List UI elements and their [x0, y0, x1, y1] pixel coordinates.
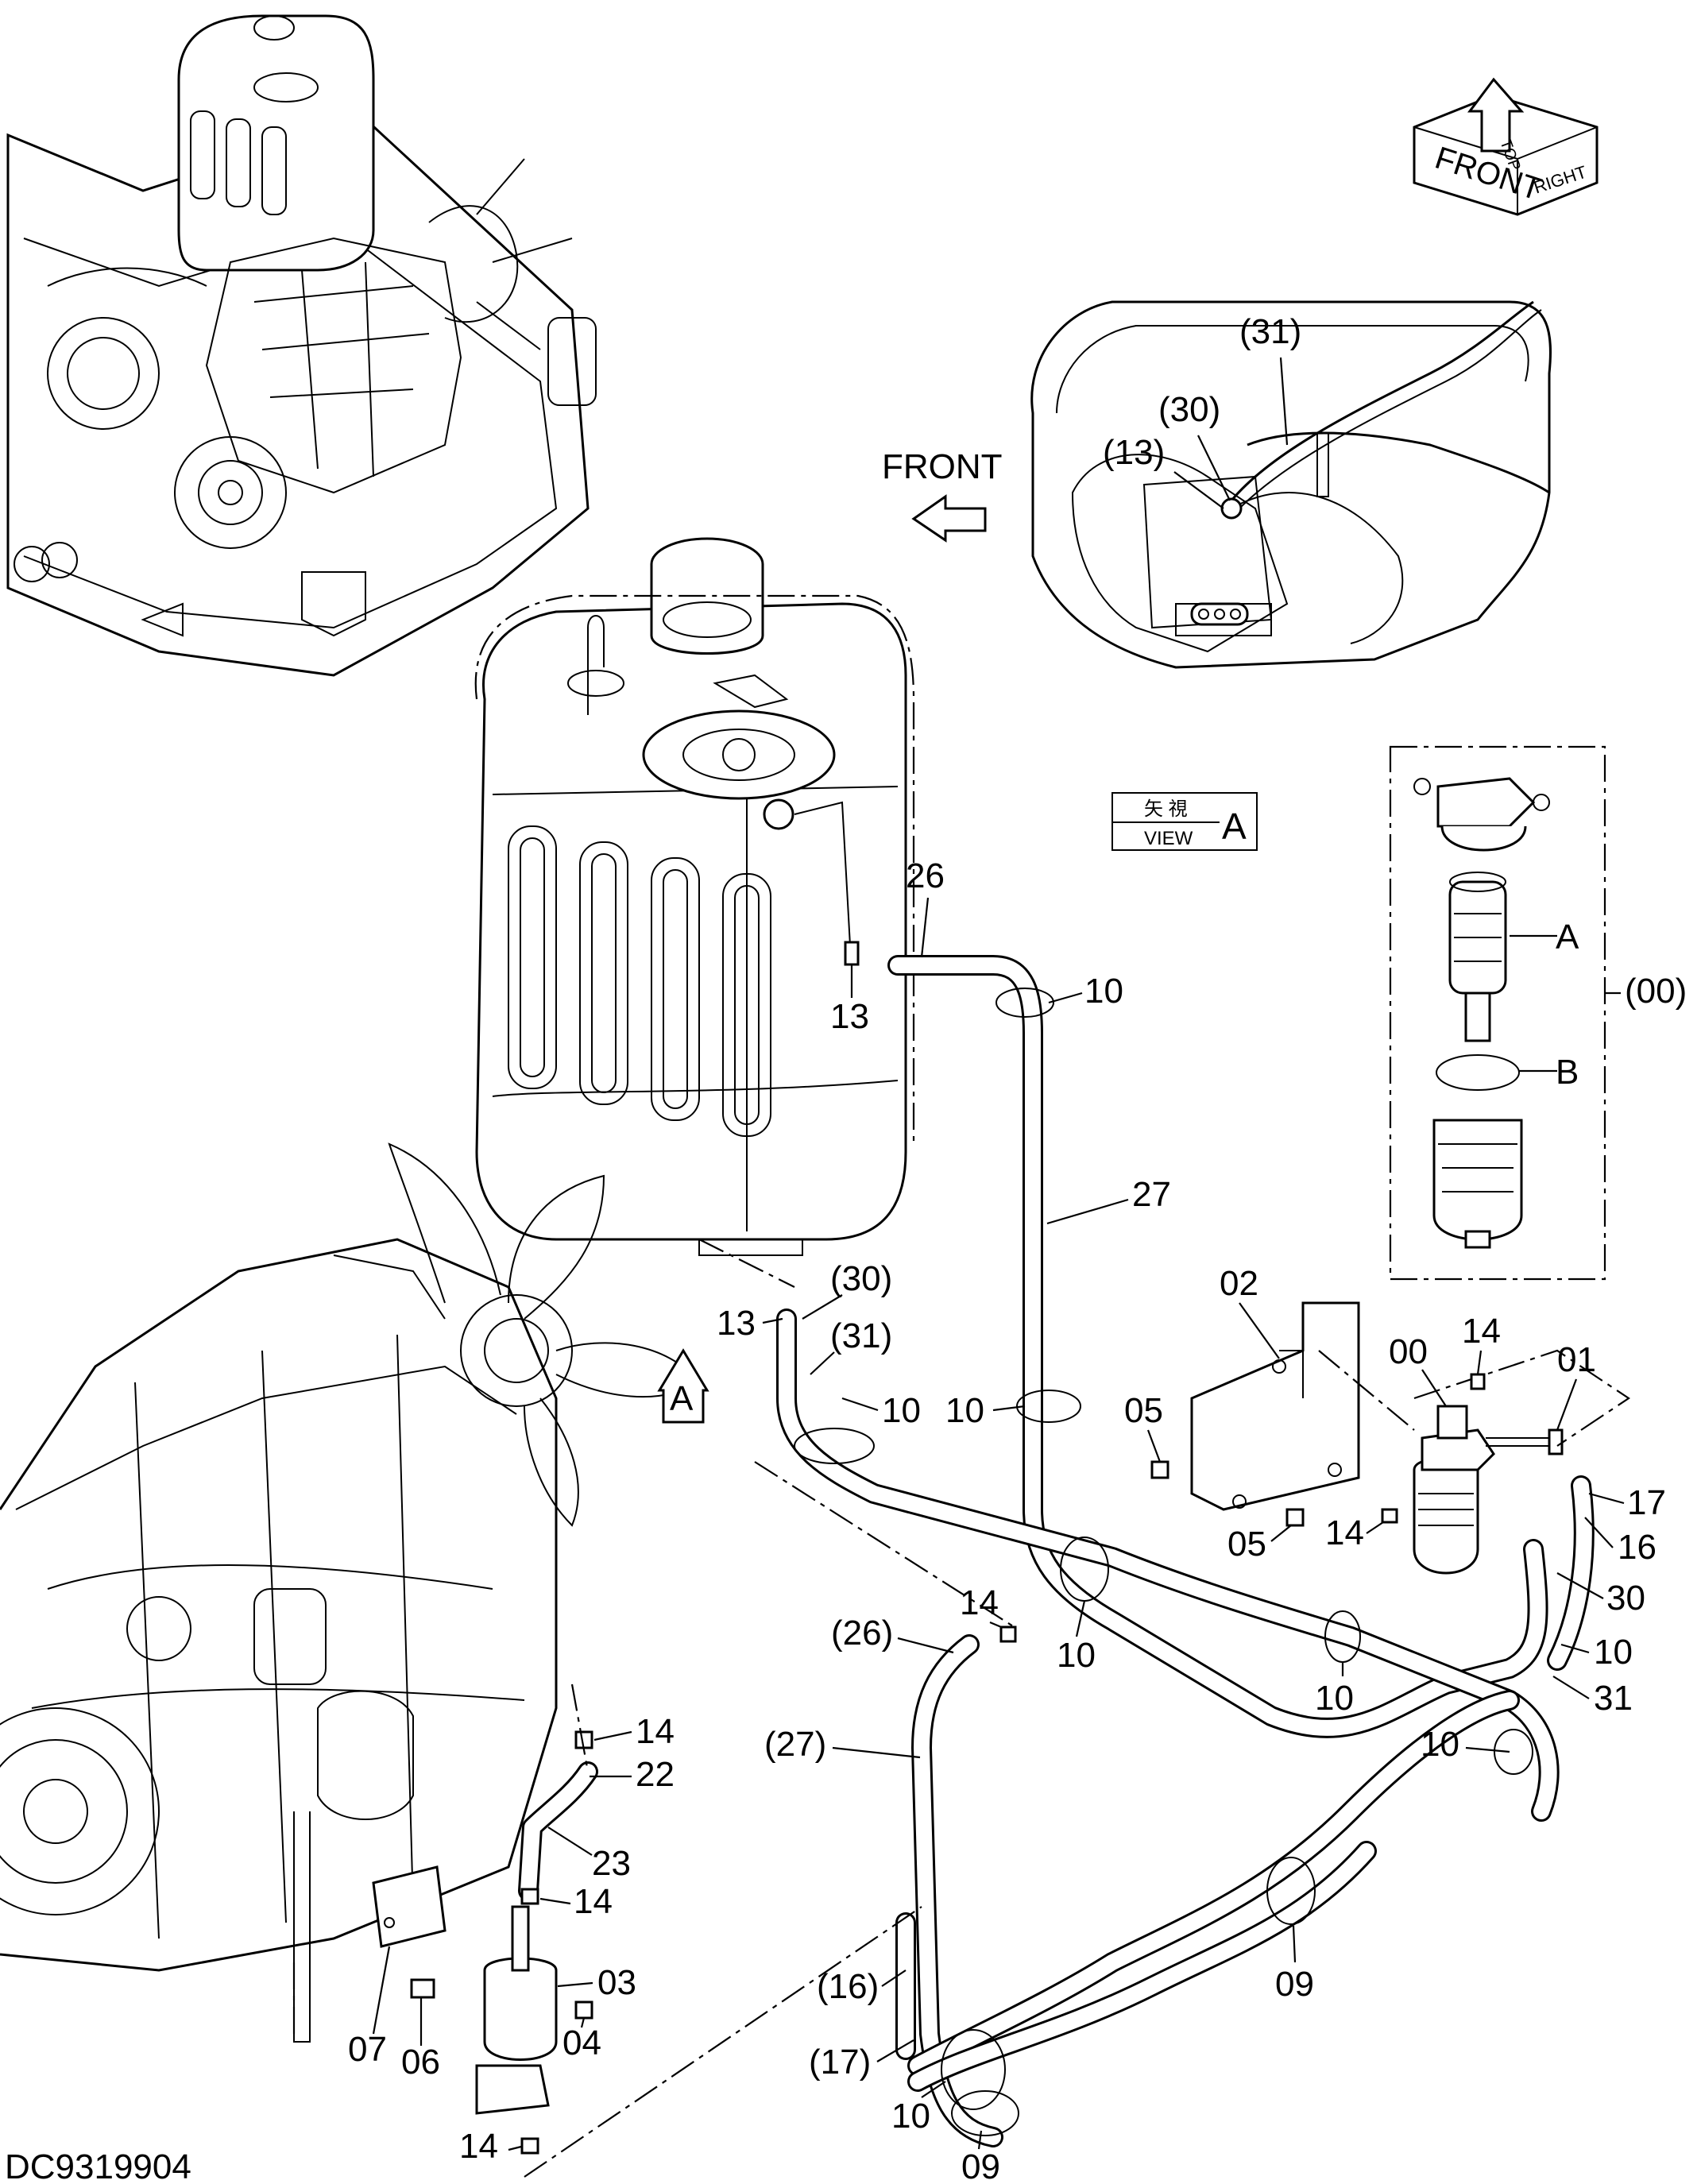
part-label-13a: 13 — [830, 997, 869, 1036]
part-label-31: 31 — [1594, 1679, 1633, 1718]
hose-clamps — [794, 988, 1533, 2136]
part-label-00: 00 — [1389, 1332, 1428, 1371]
part-label-01: 01 — [1557, 1340, 1596, 1379]
part-label-17: 17 — [1627, 1483, 1666, 1522]
part-label-10e: 10 — [1421, 1725, 1459, 1764]
part-label-10c: 10 — [945, 1391, 984, 1430]
part-label-10b: 10 — [882, 1391, 921, 1430]
part-label-30: 30 — [1606, 1579, 1645, 1618]
part-label-05b: 05 — [1227, 1525, 1266, 1564]
part-label-06: 06 — [401, 2043, 440, 2082]
part-label-26b: (26) — [831, 1614, 893, 1652]
orientation-cube-icon: FRONT TOP RIGHT — [1413, 77, 1599, 216]
part-label-00-kit: (00) — [1625, 972, 1687, 1011]
view-a-note: 矢 視 VIEW A — [1111, 792, 1258, 851]
part-label-27: 27 — [1132, 1175, 1171, 1214]
part-label-10g: 10 — [1057, 1636, 1096, 1675]
part-label-10d: 10 — [1594, 1633, 1633, 1672]
part-label-27b: (27) — [764, 1725, 826, 1764]
fuel-pump-illustration — [372, 1730, 593, 2155]
front-direction-label: FRONT — [882, 447, 1003, 486]
part-label-09a: 09 — [1275, 1965, 1314, 2004]
part-label-05a: 05 — [1124, 1391, 1163, 1430]
part-label-14c: 14 — [960, 1583, 999, 1622]
part-label-14e: 14 — [574, 1882, 613, 1921]
view-a-marker: A — [657, 1348, 709, 1424]
part-label-14d: 14 — [636, 1712, 675, 1751]
part-label-10a: 10 — [1084, 972, 1123, 1011]
part-label-14b: 14 — [1325, 1513, 1364, 1552]
part-label-31c: (31) — [1239, 312, 1301, 351]
part-label-09b: 09 — [961, 2147, 1000, 2184]
part-label-07: 07 — [348, 2030, 387, 2069]
part-label-kit-a: A — [1556, 918, 1579, 957]
view-note-jp: 矢 視 — [1144, 798, 1188, 820]
routing-leader-lines — [524, 1239, 1018, 2178]
part-label-13b: 13 — [717, 1304, 756, 1343]
part-label-16b: (16) — [817, 1967, 879, 2006]
fuel-tank-illustration — [474, 537, 915, 1256]
fuel-hose-routing — [518, 955, 1595, 2147]
part-label-30c: (30) — [1158, 390, 1220, 429]
part-label-10h: 10 — [891, 2097, 930, 2136]
part-label-03: 03 — [597, 1963, 636, 2002]
part-label-26: 26 — [906, 856, 945, 895]
part-label-23: 23 — [592, 1844, 631, 1883]
view-a-detail-illustration: FRONT — [882, 300, 1552, 669]
part-label-10f: 10 — [1315, 1679, 1354, 1718]
part-label-kit-b: B — [1556, 1053, 1579, 1092]
part-label-16: 16 — [1618, 1528, 1657, 1567]
part-callouts: A B (00) (31) (30) (13) 26 13 10 27 (30)… — [348, 312, 1687, 2184]
part-label-17b: (17) — [809, 2043, 871, 2082]
part-label-14f: 14 — [459, 2127, 498, 2166]
view-note-en: VIEW — [1144, 828, 1193, 849]
view-note-letter: A — [1222, 806, 1247, 847]
view-a-marker-letter: A — [670, 1379, 694, 1418]
part-label-14a: 14 — [1462, 1312, 1501, 1351]
part-label-13c: (13) — [1103, 433, 1165, 472]
filter-kit-detail — [1389, 745, 1621, 1281]
machine-overview-illustration — [6, 14, 597, 677]
part-label-04: 04 — [562, 2024, 601, 2062]
part-label-22: 22 — [636, 1755, 675, 1794]
fuel-filter-assembly-illustration — [1150, 1301, 1630, 1575]
engine-illustration — [0, 1142, 701, 2043]
part-label-31b: (31) — [830, 1316, 892, 1355]
part-label-02: 02 — [1220, 1264, 1258, 1303]
part-label-30b: (30) — [830, 1259, 892, 1298]
drawing-id: DC9319904 — [5, 2147, 191, 2184]
